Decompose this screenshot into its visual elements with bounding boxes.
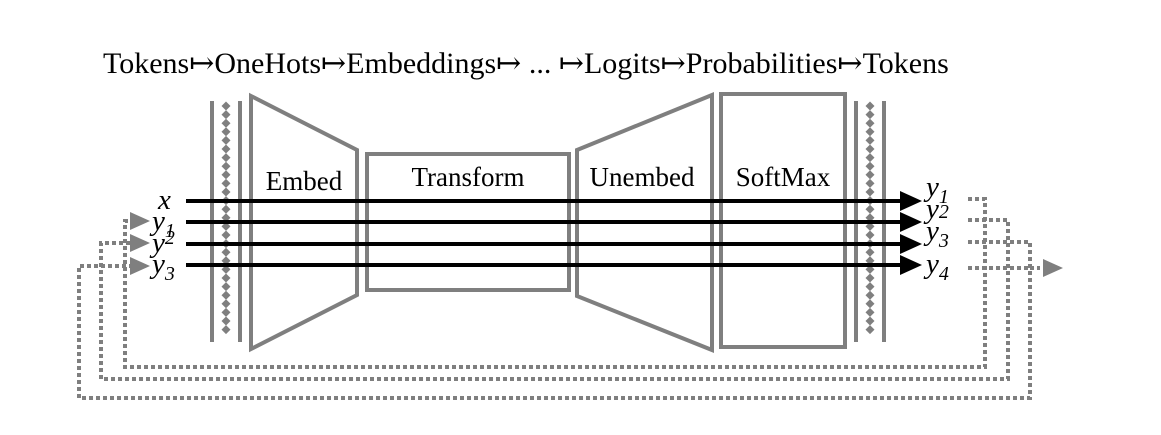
diamond-marker	[221, 178, 231, 188]
left-diamond-column	[221, 101, 231, 335]
arrowhead-3	[900, 234, 922, 254]
diamond-marker	[865, 204, 875, 214]
output-continue-arrowhead	[1043, 259, 1063, 277]
diamond-marker	[865, 290, 875, 300]
diamond-marker	[865, 282, 875, 292]
diamond-marker	[221, 247, 231, 257]
token-arrows	[186, 191, 922, 275]
diamond-marker	[865, 161, 875, 171]
left-token-stack	[210, 101, 242, 342]
diamond-marker	[221, 187, 231, 197]
diamond-marker	[221, 110, 231, 120]
output-label-y2: y2	[923, 193, 949, 225]
diamond-marker	[221, 118, 231, 128]
diamond-marker	[865, 110, 875, 120]
diamond-marker	[221, 135, 231, 145]
header-onehots: OneHots	[214, 47, 321, 80]
softmax-label: SoftMax	[736, 162, 831, 192]
feedback-arrowhead-y3	[130, 257, 150, 275]
map-arrow-3: ↦	[496, 47, 521, 80]
diamond-marker	[221, 144, 231, 154]
header-logits: Logits	[584, 47, 661, 80]
map-arrow-1: ↦	[189, 47, 214, 80]
arrowhead-1	[900, 191, 922, 211]
diamond-marker	[865, 118, 875, 128]
output-labels: y1 y2 y3 y4	[923, 171, 949, 285]
arrowhead-2	[900, 212, 922, 232]
diamond-marker	[865, 264, 875, 274]
diamond-marker	[865, 316, 875, 326]
header-tokens-out: Tokens	[863, 47, 949, 80]
diamond-marker	[865, 247, 875, 257]
diamond-marker	[865, 307, 875, 317]
diamond-marker	[221, 264, 231, 274]
map-arrow-4: ↦	[559, 47, 584, 80]
map-arrow-2: ↦	[321, 47, 346, 80]
unembed-label: Unembed	[590, 162, 695, 192]
embed-label: Embed	[266, 166, 343, 196]
diamond-marker	[221, 230, 231, 240]
output-label-y1: y1	[923, 171, 949, 208]
diamond-marker	[221, 325, 231, 335]
diamond-marker	[865, 127, 875, 137]
diamond-marker	[221, 316, 231, 326]
map-arrow-5: ↦	[661, 47, 686, 80]
input-label-y1: y1	[149, 205, 175, 242]
header-embeddings: Embeddings	[346, 47, 496, 80]
output-label-y3: y3	[923, 215, 949, 252]
diamond-marker	[221, 221, 231, 231]
diamond-marker	[865, 187, 875, 197]
diamond-marker	[865, 221, 875, 231]
diamond-marker	[865, 101, 875, 111]
input-labels: x y1 y2 y3	[149, 184, 175, 285]
diamond-marker	[865, 230, 875, 240]
diamond-marker	[865, 153, 875, 163]
right-diamond-column	[865, 101, 875, 335]
feedback-loop-y2	[99, 218, 1010, 381]
feedback-loops	[77, 197, 1063, 400]
diamond-marker	[221, 127, 231, 137]
diamond-marker	[221, 101, 231, 111]
feedback-loop-y3	[77, 240, 1032, 400]
diamond-marker	[221, 299, 231, 309]
input-label-y2: y2	[149, 227, 175, 259]
feedback-loop-y1	[123, 197, 987, 369]
diamond-marker	[221, 307, 231, 317]
diamond-marker	[221, 273, 231, 283]
input-label-y3: y3	[149, 248, 175, 285]
diamond-marker	[221, 153, 231, 163]
diamond-marker	[865, 299, 875, 309]
diamond-marker	[865, 135, 875, 145]
diamond-marker	[865, 178, 875, 188]
header-tokens-in: Tokens	[103, 47, 189, 80]
diamond-marker	[865, 144, 875, 154]
transform-label: Transform	[411, 162, 524, 192]
feedback-arrowhead-y2	[130, 234, 150, 252]
diamond-marker	[221, 170, 231, 180]
diamond-marker	[865, 325, 875, 335]
header-probabilities: Probabilities	[686, 47, 838, 80]
diamond-marker	[221, 282, 231, 292]
header-ellipsis: ...	[529, 47, 552, 80]
output-label-y4: y4	[923, 248, 949, 285]
arrowhead-4	[900, 255, 922, 275]
pipeline-header: Tokens↦OneHots↦Embeddings↦ ... ↦Logits↦P…	[103, 47, 949, 80]
diamond-marker	[865, 273, 875, 283]
feedback-arrowhead-y1	[130, 212, 150, 230]
diamond-marker	[221, 204, 231, 214]
map-arrow-6: ↦	[837, 47, 862, 80]
diamond-marker	[221, 161, 231, 171]
diamond-marker	[221, 290, 231, 300]
diamond-marker	[865, 170, 875, 180]
input-label-x: x	[157, 184, 171, 216]
